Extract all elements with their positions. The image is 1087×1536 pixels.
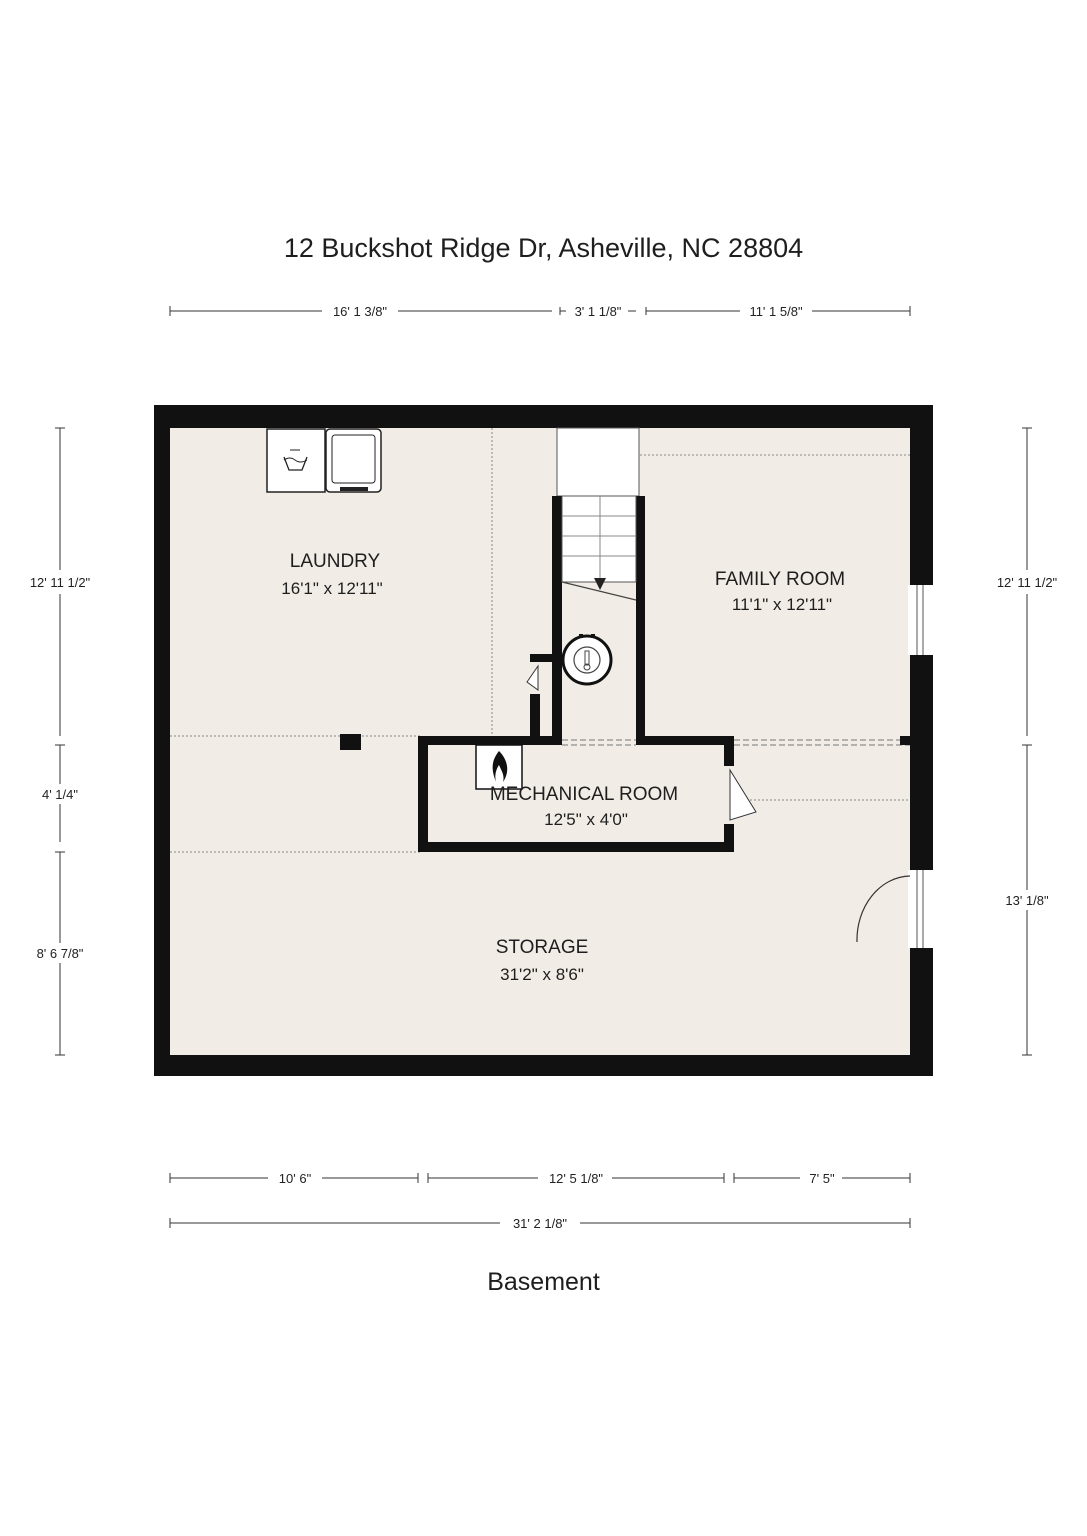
dim-bottom-total: 31' 2 1/8"	[513, 1216, 567, 1231]
stair-landing	[556, 427, 640, 497]
dim-top-3: 11' 1 5/8"	[749, 304, 803, 319]
room-size-laundry: 16'1" x 12'11"	[281, 579, 382, 598]
room-size-family: 11'1" x 12'11"	[732, 595, 832, 614]
dim-left-2: 4' 1/4"	[42, 787, 78, 802]
exterior-door-opening	[908, 870, 933, 948]
room-name-laundry: LAUNDRY	[290, 551, 381, 572]
room-name-storage: STORAGE	[496, 937, 589, 958]
closet-wall-top	[530, 654, 552, 662]
room-name-mechanical: MECHANICAL ROOM	[490, 784, 678, 805]
mech-wall-right-upper	[724, 736, 734, 766]
dim-right-2: 13' 1/8"	[1005, 893, 1049, 908]
furnace-icon	[475, 744, 523, 790]
bottom-dimension-line	[169, 1173, 911, 1228]
mech-wall-right-lower	[724, 824, 734, 852]
room-size-storage: 31'2" x 8'6"	[500, 965, 584, 984]
stair-wall-right	[636, 496, 645, 740]
top-dimension-line	[169, 306, 911, 316]
window-opening	[908, 585, 933, 655]
closet-door	[526, 664, 539, 691]
address-title: 12 Buckshot Ridge Dr, Asheville, NC 2880…	[283, 233, 804, 263]
stairs	[561, 495, 637, 583]
closet-wall-side	[530, 694, 540, 740]
floor-name: Basement	[487, 1268, 600, 1296]
water-heater-icon	[561, 634, 613, 686]
stair-treads	[562, 496, 636, 578]
right-dimension-line	[1022, 427, 1032, 1056]
stair-wall-left	[552, 496, 562, 740]
dryer-icon	[325, 428, 382, 493]
room-size-mechanical: 12'5" x 4'0"	[544, 810, 628, 829]
dim-left-3: 8' 6 7/8"	[37, 946, 84, 961]
dim-bottom-3: 7' 5"	[809, 1171, 835, 1186]
left-dimension-line	[55, 427, 65, 1056]
dim-top-2: 3' 1 1/8"	[575, 304, 622, 319]
room-name-family: FAMILY ROOM	[715, 569, 845, 590]
stairs-down-arrow-icon	[594, 578, 606, 590]
dim-top-1: 16' 1 3/8"	[333, 304, 387, 319]
mech-wall-bottom	[418, 842, 734, 852]
washer-icon	[266, 428, 326, 493]
mech-wall-left	[418, 736, 428, 852]
exterior-door-swing	[856, 875, 911, 943]
support-column	[340, 734, 361, 750]
dim-right-1: 12' 11 1/2"	[997, 575, 1058, 590]
mech-door	[729, 768, 757, 821]
dim-bottom-2: 12' 5 1/8"	[549, 1171, 603, 1186]
dim-bottom-1: 10' 6"	[279, 1171, 312, 1186]
mech-wall-top-right	[636, 736, 734, 745]
mech-wall-top-left	[418, 736, 562, 745]
room-boundaries	[170, 428, 910, 853]
dim-left-1: 12' 11 1/2"	[30, 575, 91, 590]
